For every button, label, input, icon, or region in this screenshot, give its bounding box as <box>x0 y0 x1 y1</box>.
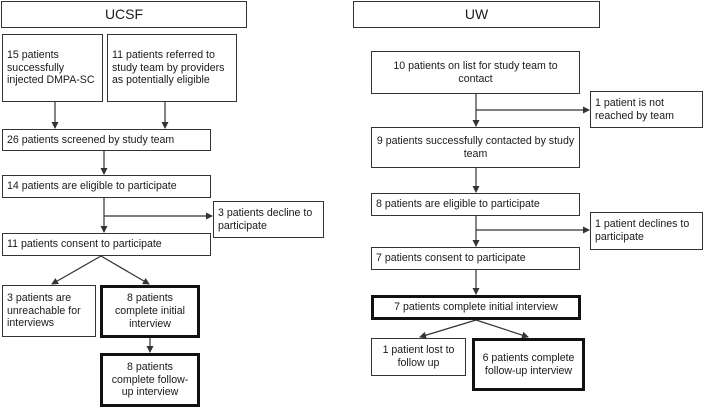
uw-lost-box: 1 patient lost to follow up <box>371 338 466 376</box>
uw-header: UW <box>353 1 600 28</box>
ucsf-screened-box: 26 patients screened by study team <box>2 129 211 151</box>
uw-not-reached-box: 1 patient is not reached by team <box>590 91 703 128</box>
ucsf-referred-box: 11 patients referred to study team by pr… <box>107 34 237 102</box>
uw-declines-box: 1 patient declines to participate <box>590 212 703 250</box>
arrow-initial-to-lost <box>419 319 477 339</box>
uw-initial-box: 7 patients complete initial interview <box>371 295 581 320</box>
arrow-consent-to-unreachable <box>51 255 102 285</box>
arrow-initial-to-followup-uw <box>475 319 529 339</box>
uw-contacted-box: 9 patients successfully contacted by stu… <box>371 127 580 168</box>
arrow-consent-to-initial <box>100 255 150 285</box>
ucsf-decline-box: 3 patients decline to participate <box>213 201 324 238</box>
ucsf-eligible-box: 14 patients are eligible to participate <box>2 175 211 198</box>
uw-list-box: 10 patients on list for study team to co… <box>371 51 580 94</box>
ucsf-initial-box: 8 patients complete initial interview <box>100 285 200 338</box>
ucsf-followup-box: 8 patients complete follow-up interview <box>100 353 200 407</box>
uw-consent-box: 7 patients consent to participate <box>371 247 580 270</box>
ucsf-consent-box: 11 patients consent to participate <box>2 233 211 256</box>
ucsf-injected-box: 15 patients successfully injected DMPA-S… <box>2 34 103 102</box>
ucsf-header: UCSF <box>1 1 247 28</box>
uw-followup-box: 6 patients complete follow-up interview <box>472 338 585 391</box>
uw-eligible-box: 8 patients are eligible to participate <box>371 193 580 216</box>
ucsf-unreachable-box: 3 patients are unreachable for interview… <box>2 285 96 337</box>
